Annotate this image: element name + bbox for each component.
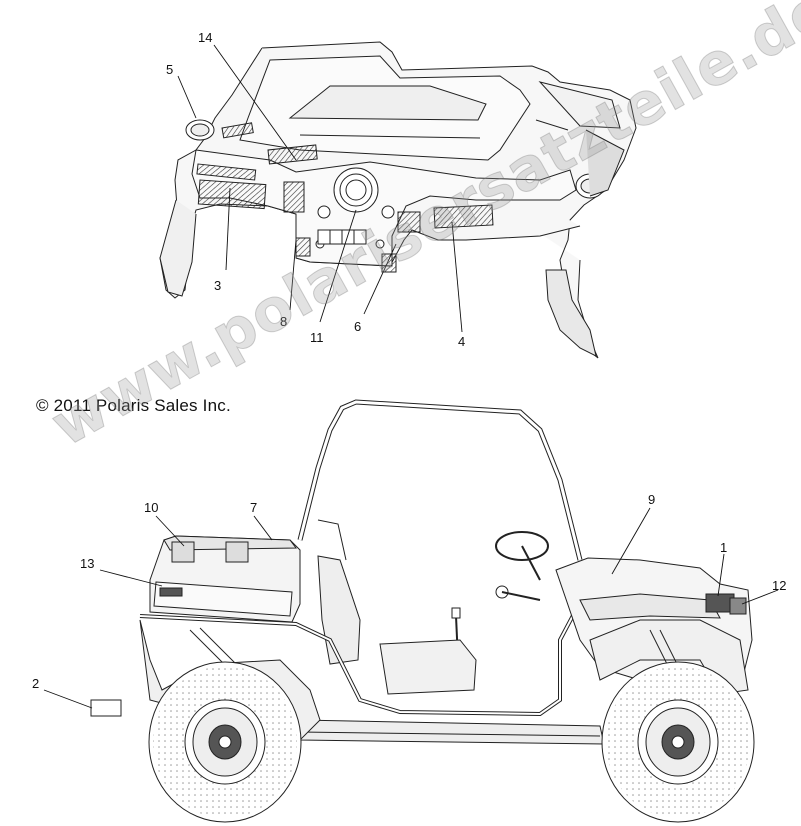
callout-10: 10 (144, 500, 158, 515)
callout-2: 2 (32, 676, 39, 691)
bottom-callout-leaders (43, 507, 779, 709)
rear-wheel (148, 661, 302, 823)
top-callouts: 14 5 3 8 11 6 4 (166, 30, 465, 349)
copyright-text: © 2011 Polaris Sales Inc. (36, 396, 231, 415)
callout-12: 12 (772, 578, 786, 593)
callout-1: 1 (720, 540, 727, 555)
callout-9: 9 (648, 492, 655, 507)
callout-8: 8 (280, 314, 287, 329)
bottom-callouts: 10 7 13 9 1 12 2 (32, 492, 786, 691)
top-callout-leaders (177, 44, 463, 333)
callout-14: 14 (198, 30, 212, 45)
front-wheel (601, 661, 755, 823)
callout-7: 7 (250, 500, 257, 515)
callout-3: 3 (214, 278, 221, 293)
dash-hood-assembly (159, 41, 637, 359)
callout-5: 5 (166, 62, 173, 77)
callout-6: 6 (354, 319, 361, 334)
callout-11: 11 (310, 330, 324, 345)
callout-4: 4 (458, 334, 465, 349)
callout-13: 13 (80, 556, 94, 571)
